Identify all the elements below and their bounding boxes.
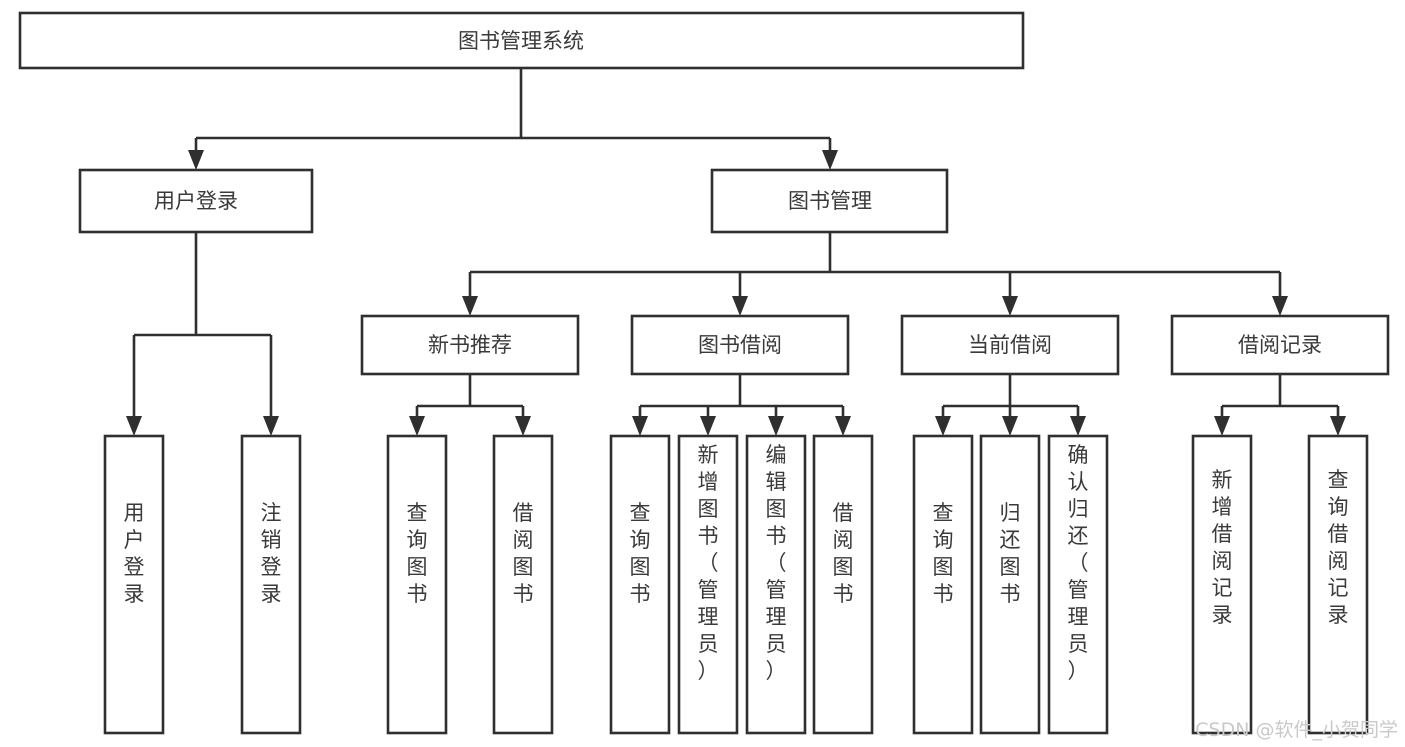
arrow-to-leaf-borrow-book-1 [515, 416, 531, 436]
arrow-to-current-borrow [1002, 296, 1018, 316]
node-book-borrow-label: 图书借阅 [698, 333, 782, 357]
leaf-add-record-box[interactable] [1191, 434, 1253, 735]
leaf-confirm-return-label: 确认归还（管理员） [1068, 443, 1089, 683]
leaf-user-logout-box[interactable] [240, 434, 302, 735]
leaf-query-book-2-label: 查询图书 [630, 501, 651, 606]
node-user-login-box[interactable] [78, 168, 314, 234]
node-current-borrow[interactable]: 当前借阅 [900, 314, 1120, 376]
node-root-box[interactable] [18, 11, 1025, 70]
leaf-edit-book-label: 编辑图书（管理员） [766, 443, 787, 683]
arrow-to-leaf-user-logout [263, 416, 279, 436]
leaf-query-record-label: 查询借阅记录 [1328, 468, 1349, 627]
leaf-query-book-1-box[interactable] [386, 434, 448, 735]
arrow-to-leaf-query-book-2 [632, 416, 648, 436]
leaf-add-book-label: 新增图书（管理员） [698, 443, 719, 683]
node-root-label: 图书管理系统 [458, 29, 584, 53]
leaf-borrow-book-1[interactable]: 借阅图书 [492, 434, 554, 735]
node-book-manage-label: 图书管理 [788, 189, 872, 213]
leaf-borrow-book-2-label: 借阅图书 [833, 501, 854, 606]
leaf-user-logout-label: 注销登录 [261, 501, 282, 606]
node-root[interactable]: 图书管理系统 [18, 11, 1025, 70]
node-new-book-recommend[interactable]: 新书推荐 [360, 314, 580, 376]
node-user-login[interactable]: 用户登录 [78, 168, 314, 234]
leaf-return-book-label: 归还图书 [1000, 501, 1021, 606]
node-borrow-record-label: 借阅记录 [1238, 333, 1322, 357]
arrow-to-book-borrow [732, 296, 748, 316]
leaf-query-book-3[interactable]: 查询图书 [912, 434, 974, 735]
leaf-add-book[interactable]: 新增图书（管理员） [677, 434, 739, 735]
leaf-add-record-label: 新增借阅记录 [1212, 468, 1233, 627]
arrow-to-new-book-recommend [462, 296, 478, 316]
leaf-add-book-box[interactable] [677, 434, 739, 735]
arrow-to-userlogin [188, 150, 204, 170]
arrow-to-leaf-user-login [126, 416, 142, 436]
leaf-query-book-3-label: 查询图书 [933, 501, 954, 606]
leaf-borrow-book-1-label: 借阅图书 [513, 501, 534, 606]
arrow-to-bookmanage [822, 150, 838, 170]
leaf-borrow-book-2[interactable]: 借阅图书 [812, 434, 874, 735]
arrow-to-leaf-query-record [1330, 416, 1346, 436]
node-borrow-record-box[interactable] [1170, 314, 1390, 376]
node-new-book-recommend-box[interactable] [360, 314, 580, 376]
node-current-borrow-box[interactable] [900, 314, 1120, 376]
leaf-edit-book[interactable]: 编辑图书（管理员） [745, 434, 807, 735]
leaf-user-logout[interactable]: 注销登录 [240, 434, 302, 735]
leaf-confirm-return-box[interactable] [1047, 434, 1109, 735]
leaf-user-login[interactable]: 用户登录 [103, 434, 165, 735]
leaf-query-book-2[interactable]: 查询图书 [609, 434, 671, 735]
arrow-to-leaf-edit-book [768, 416, 784, 436]
leaf-query-record-box[interactable] [1307, 434, 1369, 735]
leaf-confirm-return[interactable]: 确认归还（管理员） [1047, 434, 1109, 735]
node-book-manage-box[interactable] [710, 168, 949, 234]
node-current-borrow-label: 当前借阅 [968, 333, 1052, 357]
node-book-borrow-box[interactable] [630, 314, 850, 376]
arrow-to-leaf-confirm-return [1070, 416, 1086, 436]
arrow-to-leaf-return-book [1002, 416, 1018, 436]
arrow-to-leaf-query-book-1 [409, 416, 425, 436]
arrow-to-leaf-query-book-3 [935, 416, 951, 436]
leaf-return-book[interactable]: 归还图书 [979, 434, 1041, 735]
arrow-to-borrow-record [1272, 296, 1288, 316]
node-borrow-record[interactable]: 借阅记录 [1170, 314, 1390, 376]
node-book-manage[interactable]: 图书管理 [710, 168, 949, 234]
csdn-watermark: CSDN @软件_小贺同学 [1195, 719, 1398, 741]
leaf-return-book-box[interactable] [979, 434, 1041, 735]
leaf-query-book-3-box[interactable] [912, 434, 974, 735]
leaf-query-book-1[interactable]: 查询图书 [386, 434, 448, 735]
leaf-borrow-book-1-box[interactable] [492, 434, 554, 735]
leaf-edit-book-box[interactable] [745, 434, 807, 735]
leaf-borrow-book-2-box[interactable] [812, 434, 874, 735]
leaf-user-login-box[interactable] [103, 434, 165, 735]
arrow-to-leaf-borrow-book-2 [835, 416, 851, 436]
node-user-login-label: 用户登录 [154, 189, 238, 213]
leaf-user-login-label: 用户登录 [124, 501, 145, 606]
leaf-query-record[interactable]: 查询借阅记录 [1307, 434, 1369, 735]
leaf-query-book-2-box[interactable] [609, 434, 671, 735]
leaf-add-record[interactable]: 新增借阅记录 [1191, 434, 1253, 735]
node-new-book-recommend-label: 新书推荐 [428, 333, 512, 357]
leaf-query-book-1-label: 查询图书 [407, 501, 428, 606]
node-book-borrow[interactable]: 图书借阅 [630, 314, 850, 376]
arrow-to-leaf-add-book [700, 416, 716, 436]
connector-layer [126, 68, 1346, 436]
arrow-to-leaf-add-record [1214, 416, 1230, 436]
